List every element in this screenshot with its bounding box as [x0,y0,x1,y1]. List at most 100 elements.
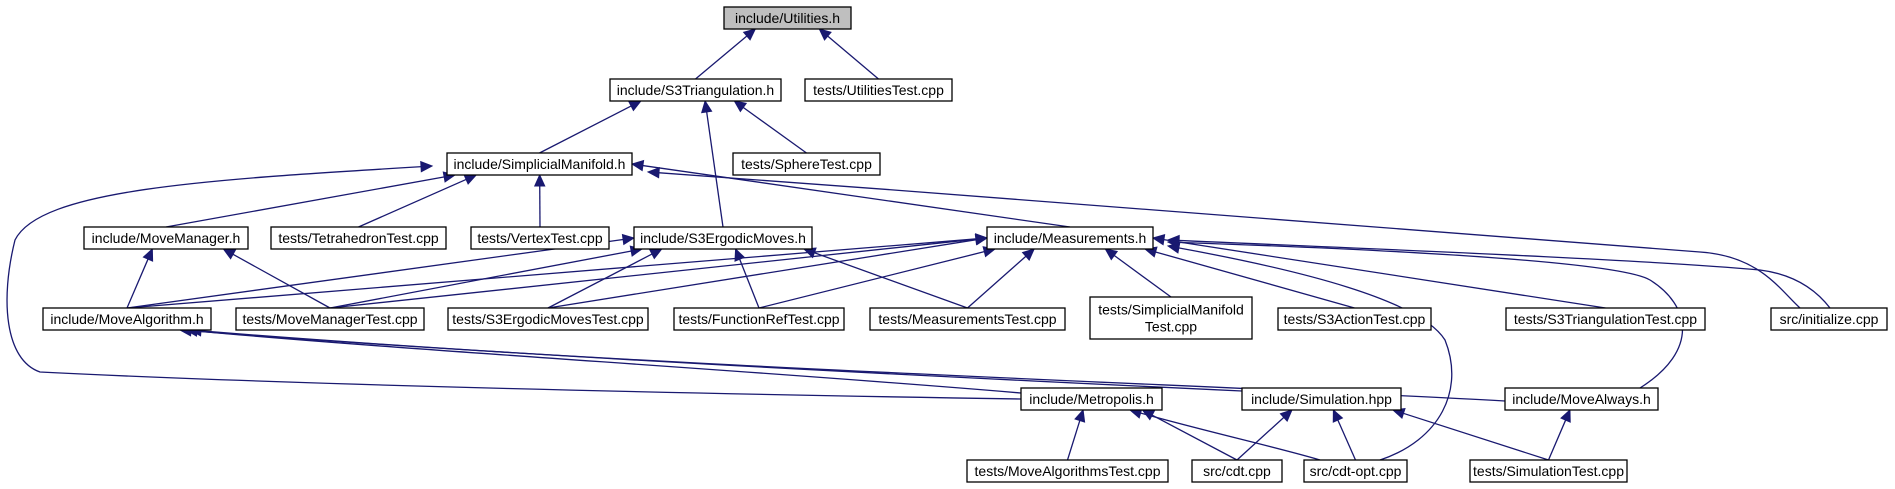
node-box [986,226,1154,250]
node-label: tests/UtilitiesTest.cpp [813,82,944,98]
node-movealgo[interactable]: include/MoveAlgorithm.h [42,307,212,331]
node-box [723,6,852,30]
arrowhead [463,174,478,185]
edge-s3tri-to-simpman [539,100,642,154]
arrowhead [222,248,237,260]
node-s3tri[interactable]: include/S3Triangulation.h [609,78,782,102]
edge-metropolis-to-maltest [1066,408,1086,461]
node-label: src/initialize.cpp [1780,311,1879,327]
arrowhead [1279,409,1293,423]
edge-ergodic-to-movealgo [126,233,636,309]
node-utilities: include/Utilities.h [723,6,852,30]
arrowhead [1560,408,1571,423]
edge-s3tri-to-ergodic [701,99,724,228]
node-simulation[interactable]: include/Simulation.hpp [1241,387,1402,411]
node-box [1241,387,1402,411]
edge-simulation-to-cdtopt [1332,408,1357,461]
node-box [1089,296,1253,340]
node-box [1505,307,1706,331]
node-box [446,152,633,176]
edge-measurements-to-movealways [1166,236,1683,389]
node-box [609,78,782,102]
node-box [1504,387,1659,411]
node-box [1469,459,1628,483]
node-label: include/S3ErgodicMoves.h [640,230,806,246]
node-mmtest[interactable]: tests/MoveManagerTest.cpp [235,307,425,331]
node-label: tests/FunctionRefTest.cpp [678,311,839,327]
node-cdtopt[interactable]: src/cdt-opt.cpp [1303,459,1408,483]
edge-layer [6,28,1831,461]
node-box [633,226,813,250]
node-label: Test.cpp [1145,319,1197,335]
node-s3tritest[interactable]: tests/S3TriangulationTest.cpp [1505,307,1706,331]
node-label: include/Metropolis.h [1029,391,1154,407]
node-label: include/MoveManager.h [92,230,241,246]
node-movealways[interactable]: include/MoveAlways.h [1504,387,1659,411]
edge-simpman-to-vertextest [533,173,546,228]
node-metropolis[interactable]: include/Metropolis.h [1020,387,1163,411]
node-label: tests/SimulationTest.cpp [1473,463,1624,479]
node-utiltest[interactable]: tests/UtilitiesTest.cpp [804,78,953,102]
arrowhead [1166,236,1180,249]
node-ergotest[interactable]: tests/S3ErgodicMovesTest.cpp [447,307,649,331]
edge-ergodic-to-mmtest [329,245,644,309]
node-cdt[interactable]: src/cdt.cpp [1191,459,1283,483]
node-box [1303,459,1408,483]
arrowhead [142,247,154,262]
arrowhead [701,99,713,114]
arrowhead [1332,408,1344,423]
node-box [470,226,610,250]
edge-movealways-to-simtest [1547,408,1571,461]
node-box [447,307,649,331]
node-label: tests/S3TriangulationTest.cpp [1514,311,1697,327]
edge-simpman-to-movemanager [165,171,457,228]
edge-simpman-to-tetratest [358,174,478,228]
node-measurements[interactable]: include/Measurements.h [986,226,1154,250]
edge-measurements-to-meastest [967,248,1036,309]
arrowhead [1074,408,1086,423]
edge-simulation-to-cdt [1236,409,1293,461]
node-label: tests/MoveAlgorithmsTest.cpp [975,463,1161,479]
node-funcref[interactable]: tests/FunctionRefTest.cpp [673,307,845,331]
node-spheretest[interactable]: tests/SphereTest.cpp [732,152,881,176]
node-box [42,307,212,331]
node-box [673,307,845,331]
arrowhead [734,247,746,262]
node-box [83,226,249,250]
node-box [270,226,447,250]
node-label: tests/TetrahedronTest.cpp [278,230,439,246]
node-tetratest[interactable]: tests/TetrahedronTest.cpp [270,226,447,250]
node-label: include/Measurements.h [994,230,1147,246]
node-label: src/cdt.cpp [1203,463,1271,479]
node-box [235,307,425,331]
node-box [869,307,1066,331]
edge-s3tri-to-spheretest [733,100,807,154]
edge-metropolis-to-cdtopt [1128,407,1321,461]
node-vertextest[interactable]: tests/VertexTest.cpp [470,226,610,250]
node-box [1770,307,1888,331]
node-label: tests/VertexTest.cpp [477,230,602,246]
arrowhead [628,100,642,112]
node-ergodic[interactable]: include/S3ErgodicMoves.h [633,226,813,250]
node-label: tests/S3ActionTest.cpp [1284,311,1426,327]
node-label: include/S3Triangulation.h [617,82,774,98]
node-label: tests/SimplicialManifold [1098,302,1244,318]
arrowhead [733,100,748,113]
node-maltest[interactable]: tests/MoveAlgorithmsTest.cpp [966,459,1169,483]
edge-measurements-to-init [1166,234,1831,309]
node-box [1020,387,1163,411]
node-label: tests/MeasurementsTest.cpp [878,311,1056,327]
node-simtest[interactable]: tests/SimulationTest.cpp [1469,459,1628,483]
arrowhead [974,234,989,246]
node-label: tests/MoveManagerTest.cpp [242,311,417,327]
node-init[interactable]: src/initialize.cpp [1770,307,1888,331]
arrowhead [420,160,434,173]
node-label: src/cdt-opt.cpp [1310,463,1402,479]
edge-measurements-to-ergotest [547,234,989,309]
node-s3action[interactable]: tests/S3ActionTest.cpp [1277,307,1432,331]
node-movemanager[interactable]: include/MoveManager.h [83,226,249,250]
node-meastest[interactable]: tests/MeasurementsTest.cpp [869,307,1066,331]
node-simpman[interactable]: include/SimplicialManifold.h [446,152,633,176]
arrowhead [621,233,636,246]
